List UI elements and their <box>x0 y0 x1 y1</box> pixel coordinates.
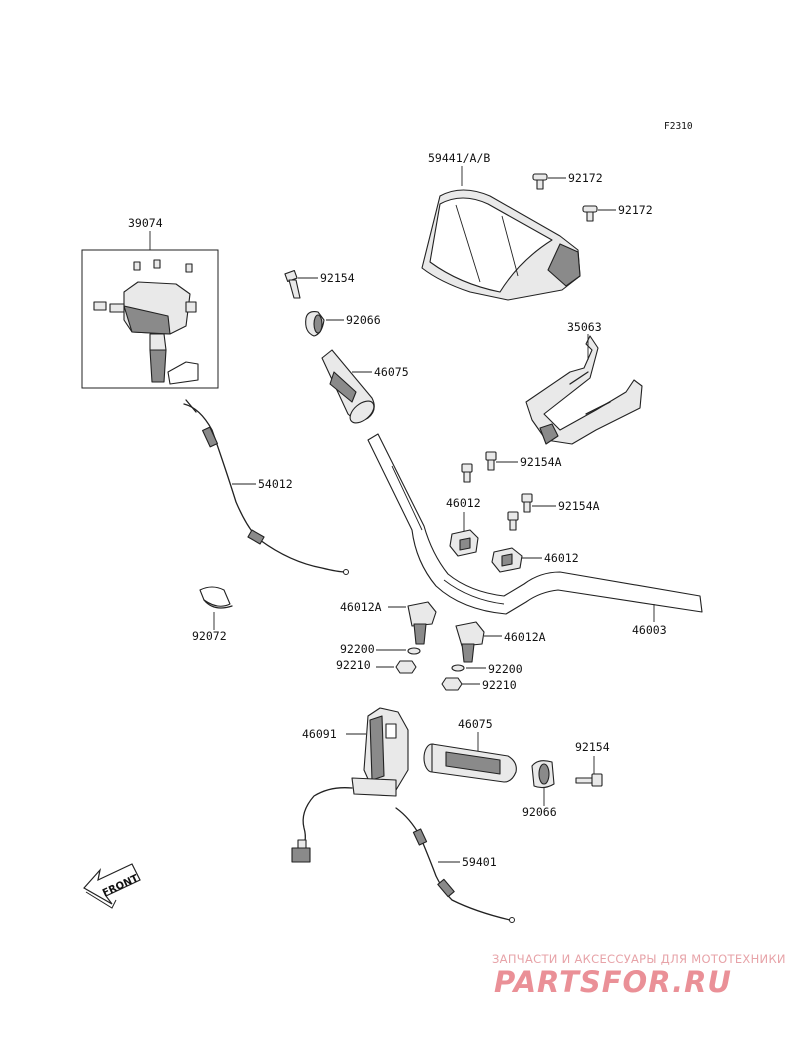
label-92200-left: 92200 <box>340 642 375 656</box>
assembly-box-39074 <box>81 249 219 389</box>
bar-end-weight-92066-lower[interactable] <box>531 760 555 789</box>
switch-housing-46091[interactable] <box>351 707 409 797</box>
screw-92172-a[interactable] <box>532 173 548 190</box>
nut-92210-right[interactable] <box>441 677 463 691</box>
figure-code: F2310 <box>664 121 693 132</box>
label-46012-upper: 46012 <box>446 496 481 510</box>
handlebar-holder-46012-lower[interactable] <box>491 547 523 573</box>
label-92172-b: 92172 <box>618 203 653 217</box>
handlebar-holder-46012-upper[interactable] <box>449 529 479 557</box>
label-92210-right: 92210 <box>482 678 517 692</box>
throttle-cable-54012[interactable] <box>183 399 349 575</box>
label-35063: 35063 <box>567 320 602 334</box>
label-92154-upper: 92154 <box>320 271 355 285</box>
grip-46075-right[interactable] <box>423 743 517 783</box>
bolt-92154A-b[interactable] <box>507 493 533 531</box>
screw-92172-b[interactable] <box>582 205 598 222</box>
label-46091: 46091 <box>302 727 337 741</box>
label-92154A-b: 92154A <box>558 499 600 513</box>
front-arrow-icon: FRONT <box>83 863 141 909</box>
bar-end-weight-92066-upper[interactable] <box>305 311 325 337</box>
bolt-92154A-a[interactable] <box>461 451 497 483</box>
holder-46012A-left[interactable] <box>407 601 437 645</box>
bolt-92154-upper[interactable] <box>284 269 301 299</box>
label-92066-lower: 92066 <box>522 805 557 819</box>
label-92154A-a: 92154A <box>520 455 562 469</box>
label-92066-upper: 92066 <box>346 313 381 327</box>
label-46012A-right: 46012A <box>504 630 546 644</box>
label-46075-left: 46075 <box>374 365 409 379</box>
label-92072: 92072 <box>192 629 227 643</box>
band-clamp-92072[interactable] <box>199 586 233 609</box>
label-54012: 54012 <box>258 477 293 491</box>
cable-59401[interactable] <box>395 807 515 923</box>
watermark: ЗАПЧАСТИ И АКСЕССУАРЫ ДЛЯ МОТОТЕХНИКИ PA… <box>492 952 786 999</box>
throttle-case-assembly[interactable] <box>93 259 199 385</box>
label-92210-left: 92210 <box>336 658 371 672</box>
washer-92200-left[interactable] <box>407 647 421 655</box>
washer-92200-right[interactable] <box>451 664 465 672</box>
label-46012-lower: 46012 <box>544 551 579 565</box>
label-92200-right: 92200 <box>488 662 523 676</box>
label-46012A-left: 46012A <box>340 600 382 614</box>
watermark-logo: PARTSFOR.RU <box>494 965 732 999</box>
label-39074: 39074 <box>128 216 163 230</box>
label-92154-lower: 92154 <box>575 740 610 754</box>
switch-harness[interactable] <box>291 787 353 863</box>
watermark-line1: ЗАПЧАСТИ И АКСЕССУАРЫ ДЛЯ МОТОТЕХНИКИ <box>492 952 786 966</box>
handlebar-46003[interactable] <box>367 433 703 615</box>
bracket-35063[interactable] <box>525 335 643 445</box>
bolt-92154-lower[interactable] <box>575 773 603 787</box>
label-46075-right: 46075 <box>458 717 493 731</box>
nut-92210-left[interactable] <box>395 660 417 674</box>
label-92172-a: 92172 <box>568 171 603 185</box>
label-46003: 46003 <box>632 623 667 637</box>
label-59401: 59401 <box>462 855 497 869</box>
grip-46075-left[interactable] <box>321 349 378 427</box>
holder-46012A-right[interactable] <box>455 621 485 663</box>
label-59441: 59441/A/B <box>428 151 490 165</box>
windshield-part[interactable] <box>421 189 581 301</box>
